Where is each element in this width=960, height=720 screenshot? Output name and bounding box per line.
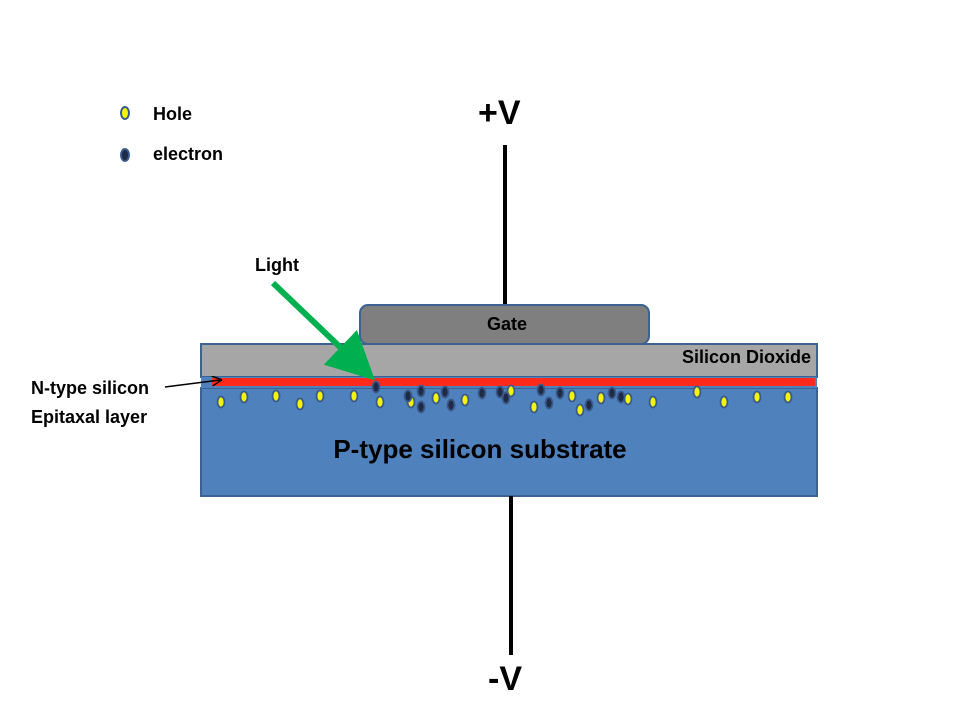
negative-voltage-label: -V <box>488 660 522 698</box>
electron-carrier-icon <box>607 386 617 400</box>
hole-carrier-icon <box>648 395 658 409</box>
electron-carrier-icon <box>446 398 456 412</box>
electron-carrier-icon <box>495 385 505 399</box>
electron-carrier-icon <box>403 389 413 403</box>
hole-carrier-icon <box>529 400 539 414</box>
hole-carrier-icon <box>783 390 793 404</box>
legend: Hole electron <box>120 104 223 164</box>
hole-carrier-icon <box>239 390 249 404</box>
electron-legend-icon <box>120 148 130 162</box>
electron-carrier-icon <box>501 391 511 405</box>
electron-carrier-icon <box>416 400 426 414</box>
electron-carrier-icon <box>440 385 450 399</box>
electron-carrier-icon <box>371 380 381 394</box>
hole-carrier-icon <box>349 389 359 403</box>
ntype-label-line1: N-type silicon <box>31 378 149 398</box>
hole-carrier-icon <box>692 385 702 399</box>
ntype-label-line2: Epitaxal layer <box>31 407 147 427</box>
hole-legend-icon <box>120 106 130 120</box>
light-arrow <box>270 280 376 381</box>
oxide-label: Silicon Dioxide <box>682 347 811 367</box>
hole-carrier-icon <box>216 395 226 409</box>
ntype-pointer-arrow <box>164 380 220 388</box>
electron-carrier-icon <box>536 383 546 397</box>
hole-carrier-icon <box>460 393 470 407</box>
hole-carrier-icon <box>719 395 729 409</box>
hole-carrier-icon <box>315 389 325 403</box>
electron-carrier-icon <box>544 396 554 410</box>
hole-carrier-icon <box>596 391 606 405</box>
electron-carrier-icon <box>555 386 565 400</box>
legend-electron-label: electron <box>153 144 223 164</box>
positive-voltage-label: +V <box>478 94 521 132</box>
substrate-label: P-type silicon substrate <box>333 434 626 464</box>
hole-carrier-icon <box>375 395 385 409</box>
hole-carrier-icon <box>431 391 441 405</box>
electron-carrier-icon <box>584 398 594 412</box>
electron-carrier-icon <box>616 390 626 404</box>
n-type-red-band <box>212 378 815 386</box>
hole-carrier-icon <box>623 392 633 406</box>
hole-carrier-icon <box>567 389 577 403</box>
electron-carrier-icon <box>416 384 426 398</box>
gate-label: Gate <box>487 314 527 334</box>
legend-hole-label: Hole <box>153 104 192 124</box>
hole-carrier-icon <box>271 389 281 403</box>
light-label: Light <box>255 255 299 275</box>
hole-carrier-icon <box>295 397 305 411</box>
hole-carrier-icon <box>575 403 585 417</box>
carriers <box>216 380 793 417</box>
hole-carrier-icon <box>752 390 762 404</box>
electron-carrier-icon <box>477 386 487 400</box>
